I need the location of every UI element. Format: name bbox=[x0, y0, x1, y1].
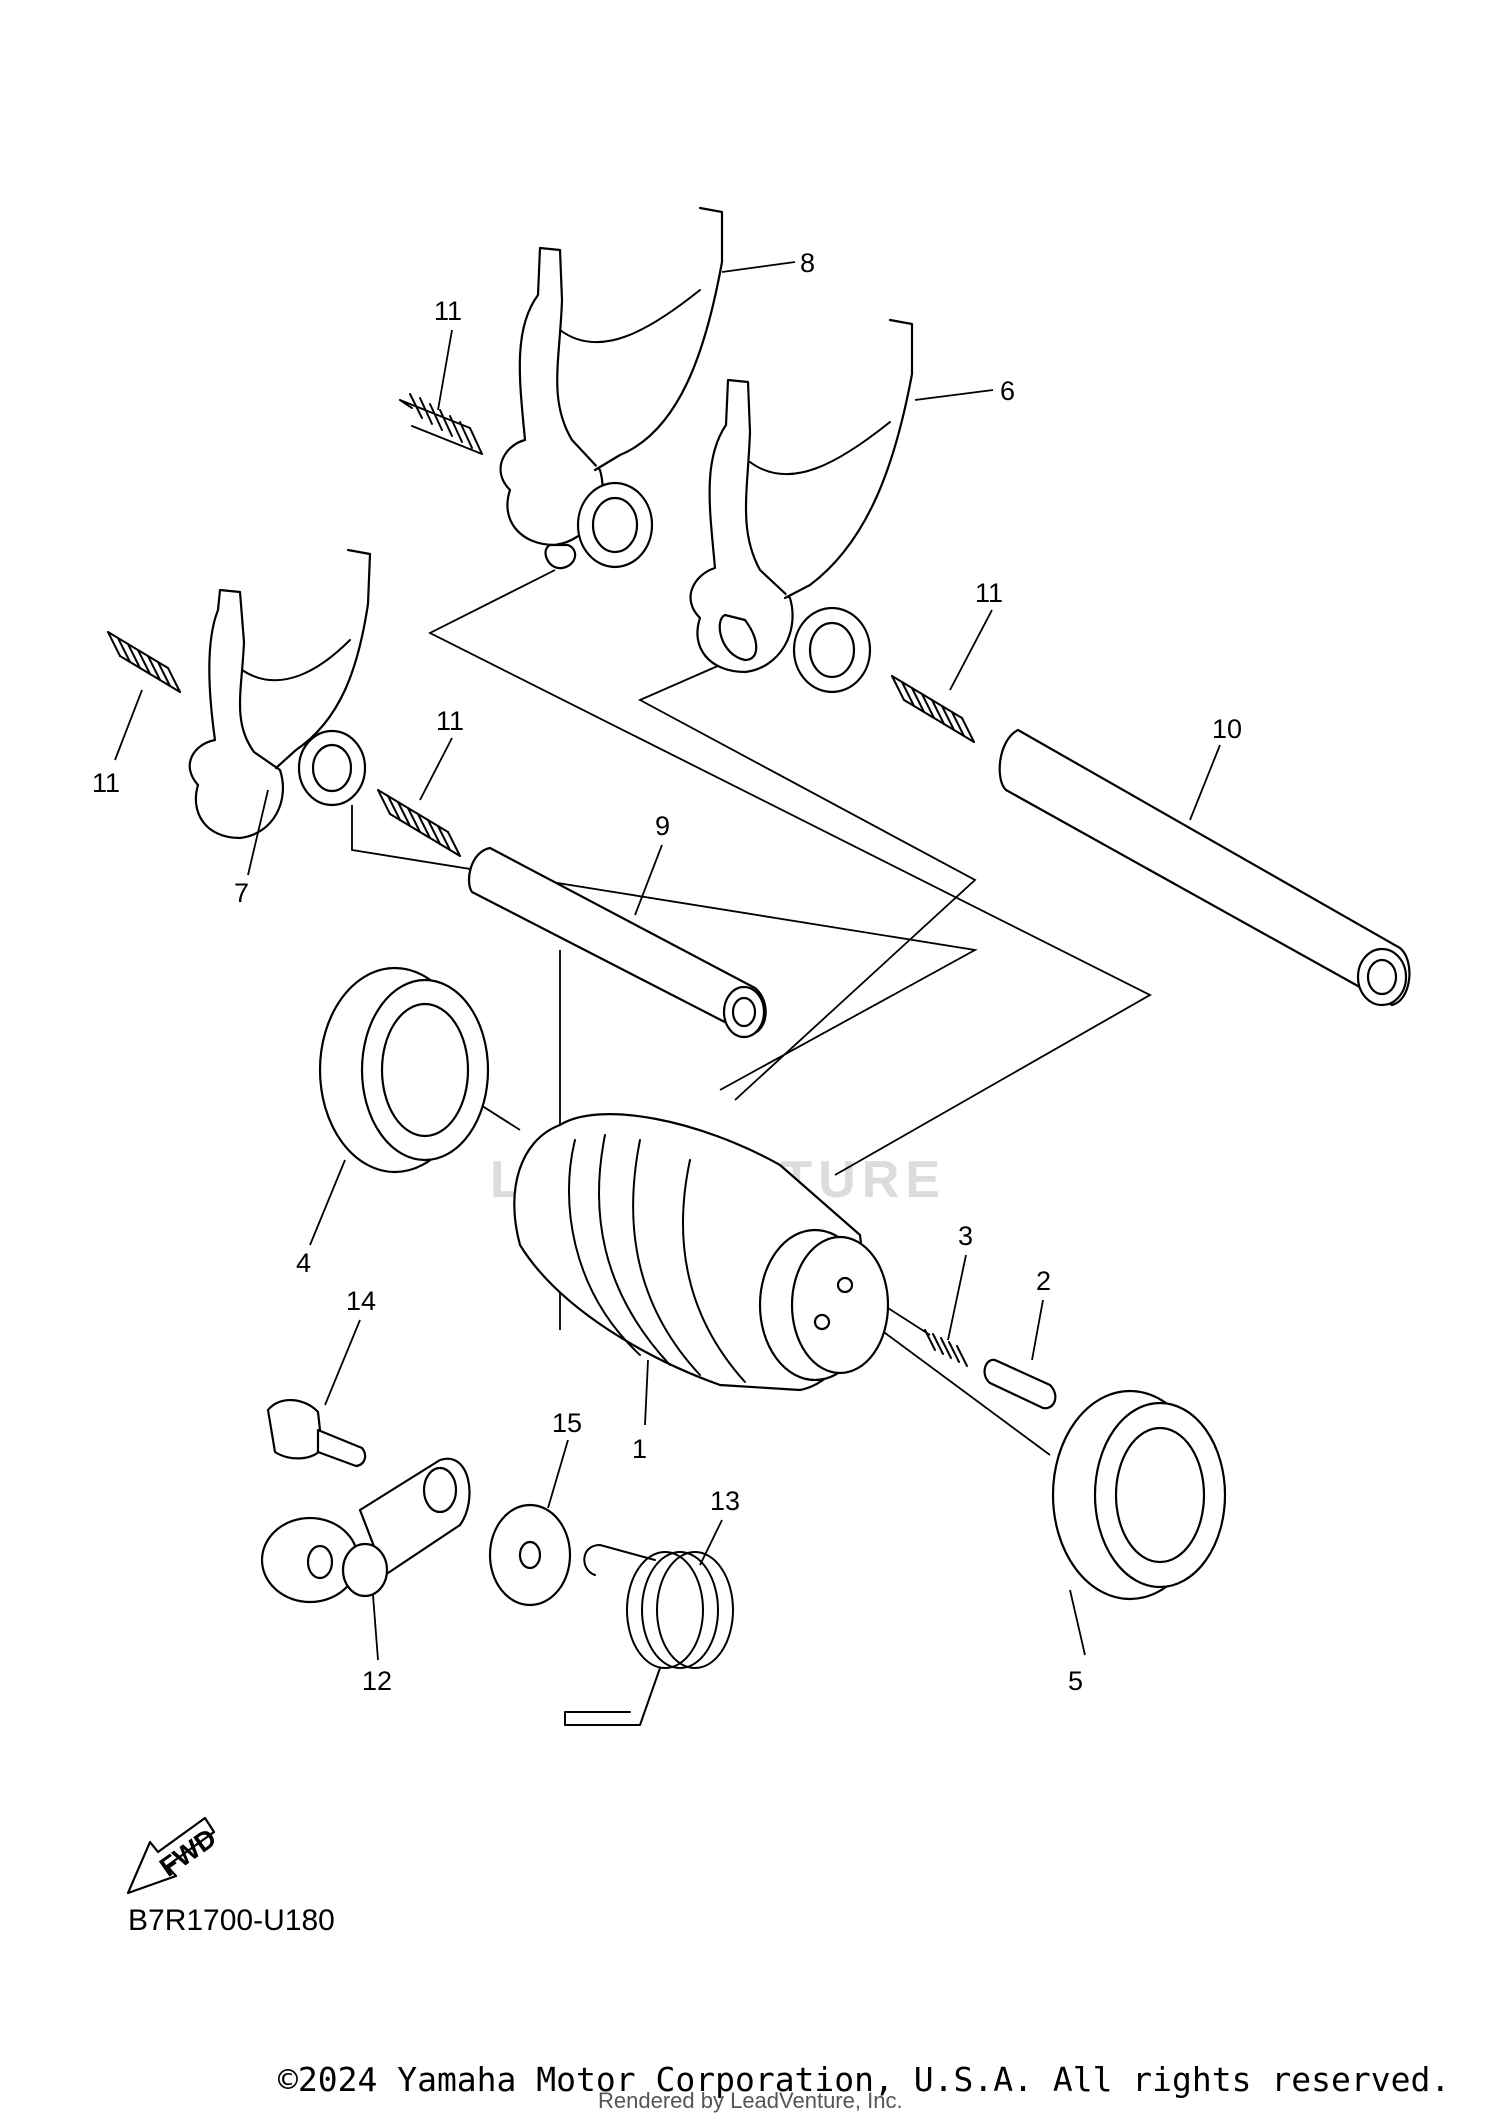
callout-11-right: 11 bbox=[949, 578, 1003, 691]
svg-text:3: 3 bbox=[958, 1221, 973, 1251]
callout-11-left: 11 bbox=[92, 689, 143, 798]
bearing-5[interactable] bbox=[1051, 1389, 1227, 1601]
svg-text:5: 5 bbox=[1068, 1666, 1083, 1696]
callout-8: 8 bbox=[721, 248, 815, 278]
shift-fork-7[interactable] bbox=[188, 548, 372, 840]
fork-shaft-9[interactable] bbox=[467, 846, 767, 1039]
callout-9: 9 bbox=[634, 811, 670, 916]
spring-11-right bbox=[891, 675, 975, 743]
torsion-spring-13[interactable] bbox=[564, 1544, 734, 1726]
svg-text:11: 11 bbox=[92, 768, 120, 798]
callout-5: 5 bbox=[1068, 1589, 1086, 1696]
bearing-4[interactable] bbox=[318, 966, 490, 1174]
svg-text:8: 8 bbox=[800, 248, 815, 278]
stopper-lever-12[interactable] bbox=[260, 1457, 471, 1604]
spring-11-left bbox=[107, 631, 181, 693]
svg-text:11: 11 bbox=[975, 578, 1003, 608]
callout-13: 13 bbox=[699, 1486, 740, 1566]
callout-1: 1 bbox=[632, 1359, 649, 1464]
svg-text:12: 12 bbox=[362, 1666, 392, 1696]
svg-text:2: 2 bbox=[1036, 1266, 1051, 1296]
svg-text:14: 14 bbox=[346, 1286, 376, 1316]
svg-text:11: 11 bbox=[436, 706, 464, 736]
fork-shaft-10[interactable] bbox=[998, 728, 1411, 1007]
spring-11-mid bbox=[377, 789, 461, 857]
callout-3: 3 bbox=[947, 1221, 973, 1341]
callout-14: 14 bbox=[324, 1286, 376, 1406]
callout-11-top: 11 bbox=[434, 296, 462, 411]
callout-10: 10 bbox=[1189, 714, 1242, 821]
shift-fork-6[interactable] bbox=[689, 318, 914, 694]
callout-6: 6 bbox=[914, 376, 1015, 406]
washer-15[interactable] bbox=[488, 1503, 572, 1607]
copyright-notice: ©2024 Yamaha Motor Corporation, U.S.A. A… bbox=[278, 2060, 1451, 2099]
svg-text:10: 10 bbox=[1212, 714, 1242, 744]
svg-text:15: 15 bbox=[552, 1408, 582, 1438]
svg-text:11: 11 bbox=[434, 296, 462, 326]
svg-text:6: 6 bbox=[1000, 376, 1015, 406]
callout-11-mid: 11 bbox=[419, 706, 464, 801]
shift-fork-8[interactable] bbox=[499, 206, 724, 570]
rendered-by-notice: Rendered by LeadVenture, Inc. bbox=[598, 2088, 903, 2113]
svg-text:13: 13 bbox=[710, 1486, 740, 1516]
fwd-arrow-icon: FWD bbox=[126, 1816, 222, 1895]
callout-4: 4 bbox=[296, 1159, 346, 1278]
spring-11-top bbox=[399, 393, 483, 455]
spring-3 bbox=[924, 1329, 968, 1367]
svg-text:9: 9 bbox=[655, 811, 670, 841]
svg-text:1: 1 bbox=[632, 1434, 647, 1464]
callout-2: 2 bbox=[1031, 1266, 1051, 1361]
shift-drum-1[interactable] bbox=[513, 1113, 890, 1392]
callout-12: 12 bbox=[362, 1594, 392, 1696]
callout-7: 7 bbox=[234, 789, 269, 908]
pin-2[interactable] bbox=[983, 1358, 1057, 1410]
svg-text:7: 7 bbox=[234, 878, 249, 908]
bolt-14[interactable] bbox=[266, 1399, 367, 1468]
diagram-code: B7R1700-U180 bbox=[128, 1904, 335, 1937]
svg-text:4: 4 bbox=[296, 1248, 311, 1278]
callout-15: 15 bbox=[547, 1408, 582, 1509]
